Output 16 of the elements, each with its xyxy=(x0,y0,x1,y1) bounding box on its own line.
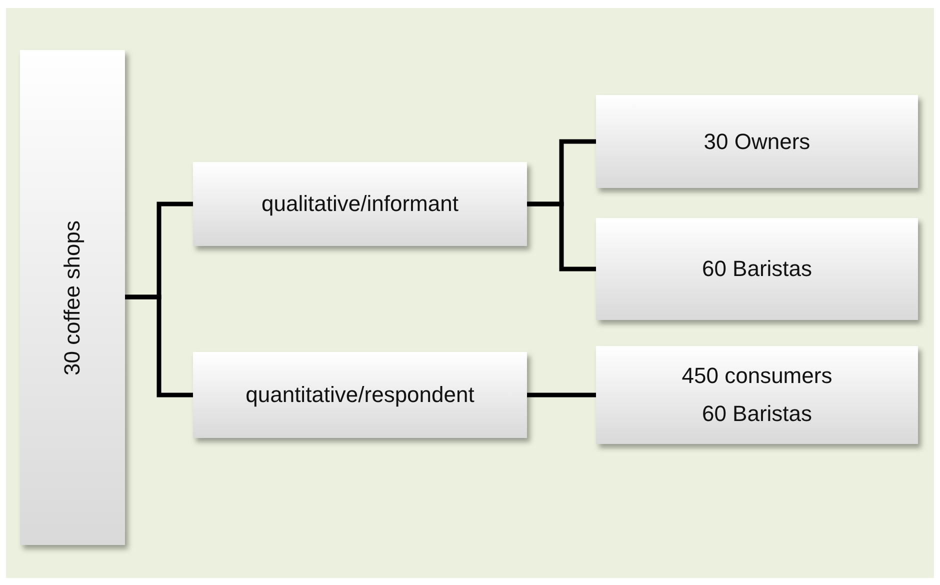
node-label: 30 coffee shops xyxy=(60,220,86,375)
process-box xyxy=(596,95,918,188)
connector-line xyxy=(527,202,596,272)
node-label: 60 Baristas xyxy=(702,256,812,282)
process-box xyxy=(193,162,527,246)
node-label: 60 Baristas xyxy=(702,401,812,427)
process-box xyxy=(596,218,918,320)
process-box xyxy=(193,352,527,438)
node-label: qualitative/informant xyxy=(262,191,458,217)
process-box xyxy=(596,346,918,444)
connector-line xyxy=(125,294,193,398)
vertical-box xyxy=(20,50,125,545)
node-label: 450 consumers xyxy=(682,363,832,389)
node-label: quantitative/respondent xyxy=(246,382,474,408)
node-label: 30 Owners xyxy=(704,128,810,154)
connector-line xyxy=(527,392,596,398)
